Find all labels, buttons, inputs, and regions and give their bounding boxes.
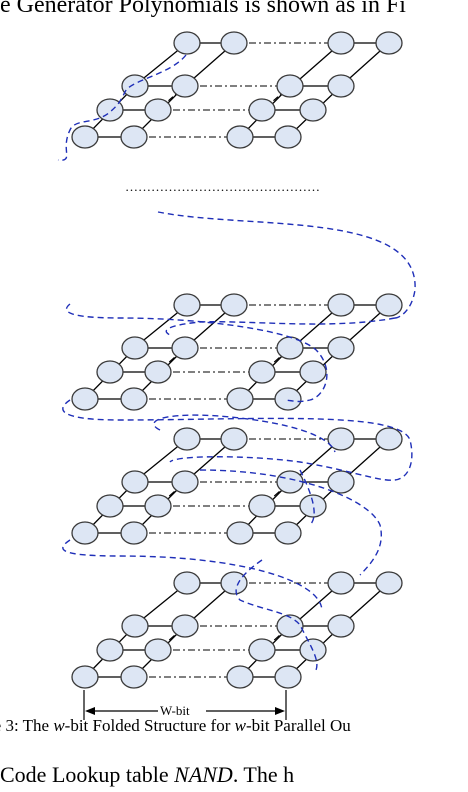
caption-mid: -bit Folded Structure for bbox=[64, 716, 235, 735]
header-text-fragment: e Generator Polynomials is shown as in F… bbox=[0, 0, 406, 18]
plane-stack-3 bbox=[71, 571, 403, 689]
fold-curve-upper bbox=[157, 211, 416, 319]
caption-prefix: re 3: The bbox=[0, 716, 50, 735]
continuation-dots: ……………………………………… bbox=[125, 179, 320, 194]
width-dimension bbox=[83, 690, 287, 720]
caption-suffix: -bit Parallel Ou bbox=[245, 716, 351, 735]
caption-var-w1: w bbox=[53, 716, 65, 735]
caption-var-w2: w bbox=[234, 716, 246, 735]
body-fragment-a: Code Lookup table bbox=[0, 762, 175, 787]
w-bit-label: W-bit bbox=[160, 703, 190, 718]
fold-curves bbox=[62, 303, 413, 671]
body-fragment-b: NAND bbox=[174, 762, 233, 787]
body-fragment-c: . The h bbox=[232, 762, 295, 787]
plane-stack-1 bbox=[71, 293, 403, 411]
plane-stack-top bbox=[57, 31, 403, 161]
figure-caption: re 3: The w-bit Folded Structure for w-b… bbox=[0, 716, 351, 736]
body-text-fragment: Code Lookup table NAND. The h bbox=[0, 762, 294, 788]
plane-stack-2 bbox=[71, 427, 403, 545]
